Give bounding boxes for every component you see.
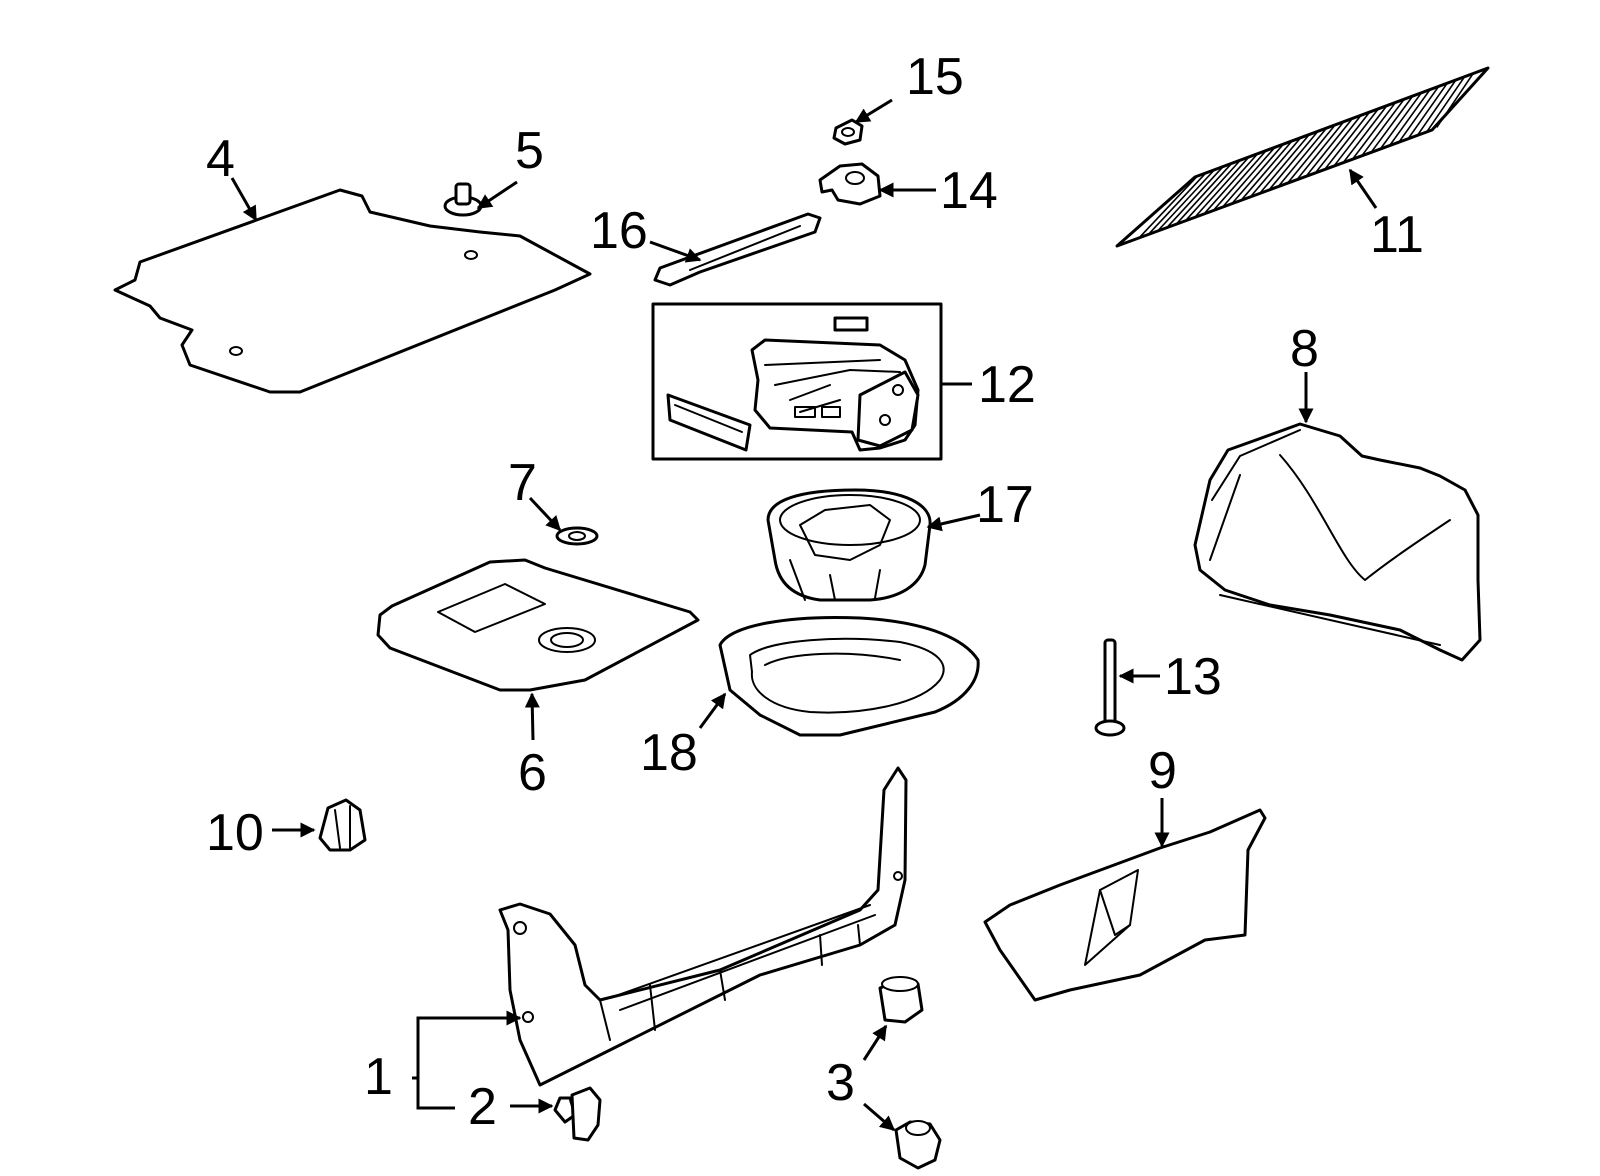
spare-tire-tray [766, 488, 932, 602]
tire-well-liner [718, 616, 980, 737]
retainer [818, 162, 882, 206]
callout-18: 18 [640, 724, 698, 782]
callout-12: 12 [978, 356, 1036, 414]
stud-fastener [443, 182, 483, 217]
callout-5: 5 [515, 122, 544, 180]
callout-4: 4 [206, 130, 235, 188]
callout-11: 11 [1370, 206, 1424, 264]
bumper-upper [878, 976, 924, 1024]
quarter-trim-panel [1193, 422, 1482, 662]
push-pin-retainer [553, 1086, 602, 1142]
support-rod [1094, 638, 1126, 737]
rear-scuff-panel [498, 766, 908, 1087]
callout-13: 13 [1164, 648, 1222, 706]
callout-3: 3 [826, 1054, 855, 1112]
bumper-lower [894, 1120, 942, 1170]
bracket-bar [653, 212, 822, 287]
grommet [555, 526, 599, 546]
callout-16: 16 [590, 202, 648, 260]
callout-14: 14 [940, 162, 998, 220]
jack-kit-box [651, 302, 943, 461]
sill-plate [1115, 66, 1490, 248]
callout-1: 1 [364, 1048, 393, 1106]
callout-15: 15 [906, 48, 964, 106]
leader-lines [230, 98, 1378, 1132]
deck-board [376, 558, 700, 692]
callout-7: 7 [508, 454, 537, 512]
trunk-floor-mat [113, 188, 592, 394]
callout-2: 2 [468, 1078, 497, 1136]
callout-6: 6 [518, 744, 547, 802]
callout-9: 9 [1148, 742, 1177, 800]
callout-8: 8 [1290, 320, 1319, 378]
side-trim-panel [983, 808, 1267, 1002]
clip [832, 118, 864, 146]
push-nut [318, 798, 367, 852]
callout-10: 10 [206, 804, 264, 862]
callout-17: 17 [976, 476, 1034, 534]
